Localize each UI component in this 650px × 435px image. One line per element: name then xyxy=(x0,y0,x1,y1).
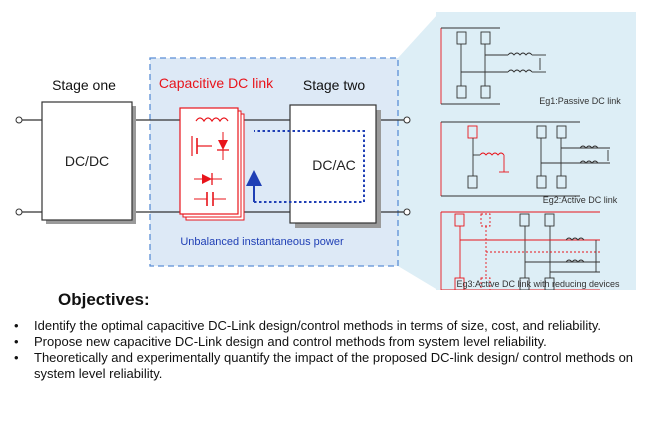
objective-item: • Propose new capacitive DC-Link design … xyxy=(12,334,640,350)
dcac-label: DC/AC xyxy=(312,157,356,173)
stage-one-label: Stage one xyxy=(52,77,116,93)
converter-diagram: DC/DC Stage one Capacitive DC link DC/AC… xyxy=(15,12,636,290)
unbalanced-power-label: Unbalanced instantaneous power xyxy=(180,236,344,248)
eg1-schematic xyxy=(440,27,546,105)
stage-two-label: Stage two xyxy=(303,77,365,93)
objective-item: • Identify the optimal capacitive DC-Lin… xyxy=(12,318,640,334)
eg1-label: Eg1:Passive DC link xyxy=(539,96,621,106)
left-top-terminal xyxy=(15,116,23,124)
examples-panel xyxy=(436,12,636,290)
eg2-schematic xyxy=(440,121,610,197)
dcac-block xyxy=(289,104,377,224)
dcdc-label: DC/DC xyxy=(65,153,109,169)
eg3-label: Eg3:Active DC link with reducing devices xyxy=(456,279,620,289)
bullet-icon: • xyxy=(14,350,19,365)
left-bottom-terminal xyxy=(15,208,23,216)
dc-link-card xyxy=(179,107,239,215)
objectives-list: • Identify the optimal capacitive DC-Lin… xyxy=(12,318,640,382)
eg2-label: Eg2:Active DC link xyxy=(543,195,618,205)
dc-link-label: Capacitive DC link xyxy=(159,75,274,91)
objective-text: Propose new capacitive DC-Link design an… xyxy=(34,334,547,349)
right-top-terminal xyxy=(403,116,411,124)
bullet-icon: • xyxy=(14,318,19,333)
power-loop xyxy=(254,130,365,203)
dcdc-block xyxy=(41,101,133,221)
callout-wedge xyxy=(398,14,438,290)
objective-item: • Theoretically and experimentally quant… xyxy=(12,350,640,382)
objective-text: Identify the optimal capacitive DC-Link … xyxy=(34,318,601,333)
objective-text: Theoretically and experimentally quantif… xyxy=(34,350,634,381)
inductor-icon xyxy=(195,117,229,123)
objectives-title: Objectives: xyxy=(58,290,150,309)
eg3-schematic xyxy=(440,211,600,290)
bullet-icon: • xyxy=(14,334,19,349)
right-bottom-terminal xyxy=(403,208,411,216)
